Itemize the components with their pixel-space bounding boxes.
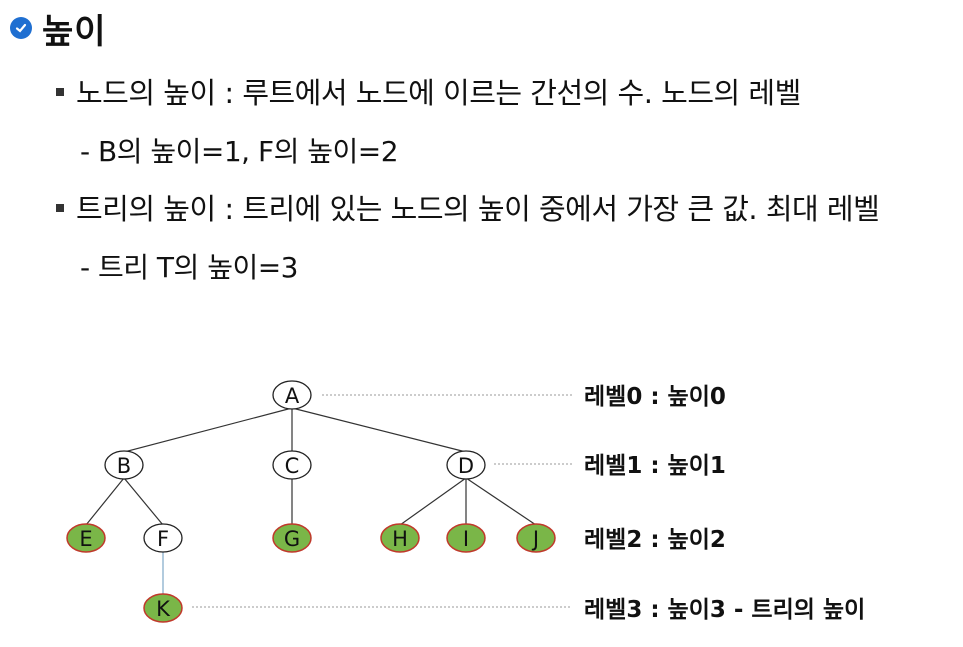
bullet-icon	[56, 204, 64, 212]
bullet-icon	[56, 88, 64, 96]
node-label-A: A	[285, 384, 300, 408]
edge-B-F	[123, 477, 164, 526]
edge-B-E	[85, 477, 125, 526]
node-label-G: G	[284, 527, 300, 551]
edge-D-H	[399, 477, 467, 526]
title-text: 높이	[42, 11, 107, 52]
bullet-item-tree-height: 트리의 높이 : 트리에 있는 노드의 높이 중에서 가장 큰 값. 최대 레벨	[56, 186, 880, 228]
node-label-D: D	[458, 454, 474, 478]
sub-item-example-1: - B의 높이=1, F의 높이=2	[80, 135, 399, 168]
sub-item-example-2: - 트리 T의 높이=3	[80, 251, 298, 284]
edge-A-B	[123, 407, 293, 453]
node-A	[272, 380, 312, 410]
node-label-B: B	[117, 454, 131, 478]
node-K	[143, 593, 183, 623]
check-circle-icon	[10, 17, 32, 39]
node-I	[446, 523, 486, 553]
node-label-H: H	[392, 527, 408, 551]
bullet-item-node-height: 노드의 높이 : 루트에서 노드에 이르는 간선의 수. 노드의 레벨	[56, 70, 801, 112]
node-F	[143, 523, 183, 553]
node-label-J: J	[531, 527, 539, 551]
node-B	[104, 450, 144, 480]
node-H	[380, 523, 420, 553]
node-E	[66, 523, 106, 553]
edge-D-J	[465, 477, 537, 526]
node-C	[272, 450, 312, 480]
node-J	[516, 523, 556, 553]
node-D	[446, 450, 486, 480]
page-title: 높이	[10, 4, 107, 52]
node-label-I: I	[463, 527, 469, 551]
node-label-K: K	[156, 597, 171, 621]
edge-A-D	[291, 407, 467, 453]
node-label-C: C	[285, 454, 300, 478]
bullet-text: 트리의 높이 : 트리에 있는 노드의 높이 중에서 가장 큰 값. 최대 레벨	[76, 192, 880, 226]
level-label-3: 레벨3 : 높이3 - 트리의 높이	[584, 597, 865, 623]
level-label-1: 레벨1 : 높이1	[584, 453, 726, 479]
bullet-text: 노드의 높이 : 루트에서 노드에 이르는 간선의 수. 노드의 레벨	[76, 76, 801, 110]
level-label-0: 레벨0 : 높이0	[584, 384, 726, 410]
node-label-E: E	[79, 527, 92, 551]
level-label-2: 레벨2 : 높이2	[584, 527, 726, 553]
node-label-F: F	[157, 527, 169, 551]
node-G	[272, 523, 312, 553]
